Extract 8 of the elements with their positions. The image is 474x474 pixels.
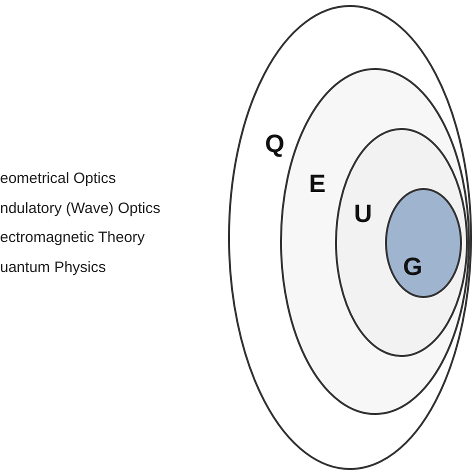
ring-letter: G xyxy=(403,255,422,280)
legend-text: ectromagnetic Theory xyxy=(0,229,145,246)
legend-text: eometrical Optics xyxy=(0,170,116,187)
legend-text: ndulatory (Wave) Optics xyxy=(0,200,160,216)
ring-letter: E xyxy=(309,172,326,197)
ring-letter: U xyxy=(354,202,372,227)
ring-letter: Q xyxy=(265,132,284,157)
legend-text: uantum Physics xyxy=(0,258,106,276)
